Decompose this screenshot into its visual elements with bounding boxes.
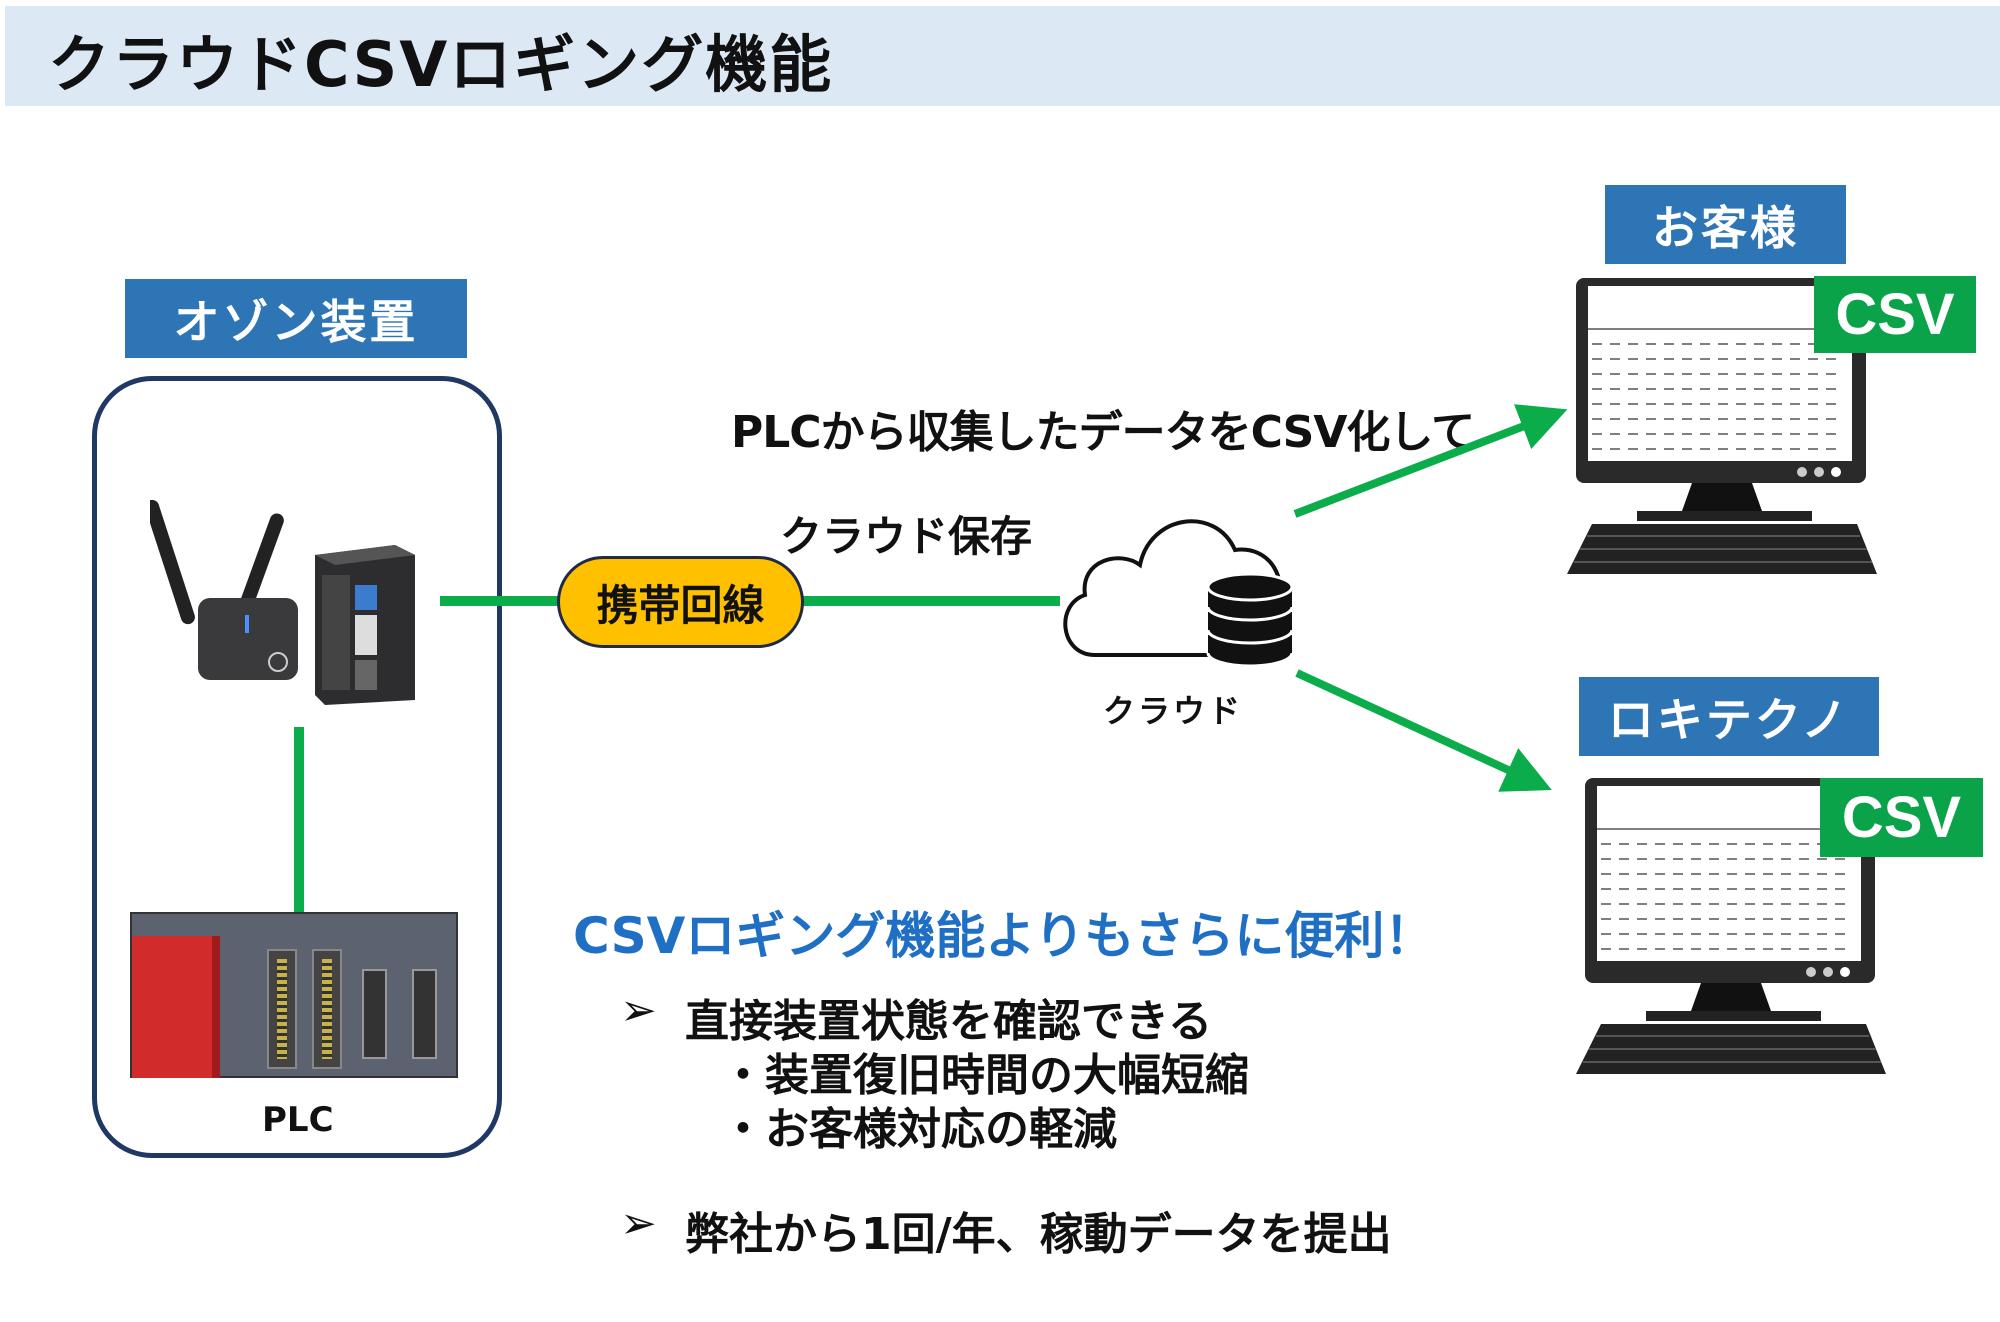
bullet-icon: ➢	[620, 985, 657, 1036]
plc-image	[130, 912, 458, 1078]
ozone-device-frame	[92, 376, 502, 1158]
page-title: クラウドCSVロギング機能	[48, 28, 834, 101]
rokitechno-label: ロキテクノ	[1579, 677, 1879, 756]
plc-connection-line	[294, 727, 304, 913]
customer-monitor-icon	[1567, 278, 1877, 574]
customer-csv-badge: CSV	[1814, 276, 1976, 353]
customer-label: お客様	[1605, 185, 1846, 264]
benefits-headline: CSVロギング機能よりもさらに便利！	[573, 907, 1435, 965]
benefit-item: 弊社から1回/年、稼動データを提出	[685, 1209, 1392, 1260]
plc-label: PLC	[262, 1100, 334, 1140]
bullet-icon: ➢	[620, 1198, 657, 1249]
arrow-to-customer	[1293, 404, 1568, 518]
cloud-label: クラウド	[1103, 692, 1244, 730]
gateway-devices-image	[150, 499, 415, 705]
rokitechno-csv-badge: CSV	[1820, 778, 1983, 857]
benefit-item: 直接装置状態を確認できる	[685, 996, 1213, 1047]
benefit-subitem: ・お客様対応の軽減	[721, 1104, 1117, 1155]
cloud-save-label: クラウド保存	[780, 512, 1033, 561]
benefit-subitem: ・装置復旧時間の大幅短縮	[721, 1050, 1249, 1101]
cloud-database-icon	[1063, 519, 1294, 668]
cellular-line-badge: 携帯回線	[557, 556, 804, 648]
ozone-device-label: オゾン装置	[125, 279, 467, 358]
rokitechno-monitor-icon	[1576, 778, 1886, 1074]
arrow-to-rokitechno	[1295, 669, 1552, 792]
flow-label: PLCから収集したデータをCSV化して	[731, 407, 1475, 458]
header-band	[5, 6, 2000, 106]
